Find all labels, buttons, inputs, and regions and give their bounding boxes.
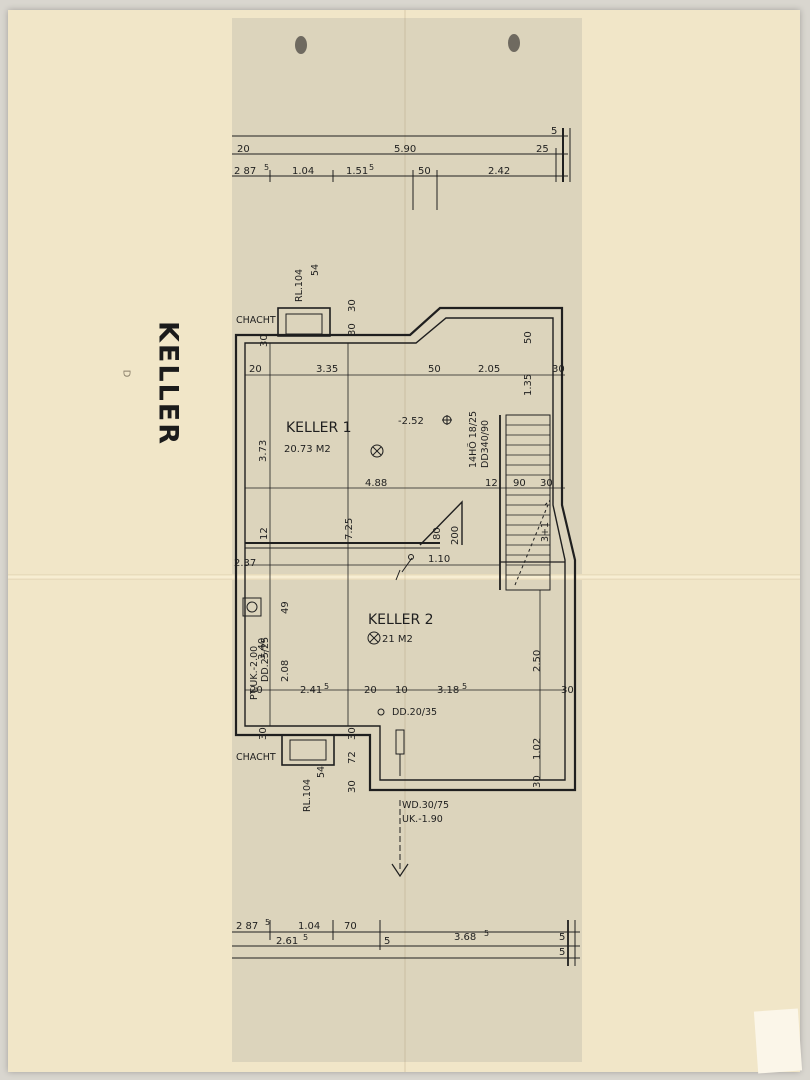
dim-inner-e: 30 — [552, 364, 565, 375]
shaft-bottom-label: CHACHT — [236, 752, 276, 763]
dim-bottom-k: 5 — [559, 947, 565, 958]
dim-inner-z: 5 — [462, 682, 467, 691]
dim-top-h: 1.51 — [346, 166, 368, 177]
dim-top-c: 5.90 — [394, 144, 416, 155]
dim-top-f: 5 — [264, 163, 269, 172]
dim-top-j: 50 — [418, 166, 431, 177]
punch-hole-left — [295, 36, 307, 54]
dim-inner-ai: 30 — [347, 299, 358, 312]
dim-bottom-f: 5 — [303, 933, 308, 942]
blueprint-strip — [232, 18, 582, 1062]
dim-inner-k: 7.25 — [344, 518, 355, 540]
dim-bottom-e: 2.61 — [276, 936, 298, 947]
punch-hole-right — [508, 34, 520, 52]
shaft-top-label: CHACHT — [236, 315, 276, 326]
wd-label: WD.30/75 — [402, 800, 449, 811]
dim-inner-aj: 72 — [347, 751, 358, 764]
dim-top-e: 2 87 — [234, 166, 256, 177]
dim-inner-r: 3.40 — [257, 638, 268, 660]
dim-inner-f: 3.73 — [258, 440, 269, 462]
dim-inner-ag: 50 — [523, 331, 534, 344]
stair-dd-label: DD340/90 — [480, 420, 491, 468]
dim-bottom-i: 5 — [484, 929, 489, 938]
dim-inner-y: 3.18 — [437, 685, 459, 696]
dim-inner-i: 90 — [513, 478, 526, 489]
dim-inner-ah: 30 — [259, 334, 270, 347]
dim-inner-ac: 1.02 — [532, 738, 543, 760]
dd-mid-label: DD.20/35 — [392, 707, 437, 718]
dim-top-k: 2.42 — [488, 166, 510, 177]
stair-count-label: 3+1 — [540, 522, 551, 542]
room-2-area: 21 M2 — [382, 634, 413, 645]
dim-top-g: 1.04 — [292, 166, 314, 177]
stair-rise-label: 14HÖ 18/25 — [468, 411, 479, 468]
dim-inner-am: 30 — [258, 727, 269, 740]
dim-inner-ae: 1.35 — [523, 374, 534, 396]
dim-inner-g: 4.88 — [365, 478, 387, 489]
rl-bottom-label: RL.104 — [302, 779, 313, 812]
room-1-area: 20.73 M2 — [284, 444, 331, 455]
dim-inner-x: 10 — [395, 685, 408, 696]
dim-top-a: 5 — [551, 126, 557, 137]
dim-inner-v: 5 — [324, 682, 329, 691]
dim-inner-u: 2.41 — [300, 685, 322, 696]
dim-inner-ak: 30 — [347, 727, 358, 740]
rl-top-label: RL.104 — [294, 269, 305, 302]
dim-top-b: 20 — [237, 144, 250, 155]
uk-label: UK.-1.90 — [402, 814, 443, 825]
dim-top-d: 25 — [536, 144, 549, 155]
dim-bottom-h: 3.68 — [454, 932, 476, 943]
dim-inner-q: 49 — [280, 601, 291, 614]
paper-fold-horizontal — [8, 574, 800, 580]
dim-inner-h: 12 — [485, 478, 498, 489]
dim-bottom-d: 70 — [344, 921, 357, 932]
room-1-name: KELLER 1 — [286, 420, 352, 436]
dim-inner-o: 1.10 — [428, 554, 450, 565]
dim-inner-ad: 30 — [532, 775, 543, 788]
dim-inner-al: 30 — [347, 780, 358, 793]
dim-inner-l: 12 — [259, 527, 270, 540]
dim-inner-j: 30 — [540, 478, 553, 489]
dim-inner-t: 20 — [250, 685, 263, 696]
dim-inner-ab: 2.50 — [532, 650, 543, 672]
dim-inner-d: 2.05 — [478, 364, 500, 375]
dim-inner-w: 20 — [364, 685, 377, 696]
dim-inner-af: 30 — [347, 323, 358, 336]
rl-bottom-b-label: 54 — [316, 766, 327, 778]
rl-top-b-label: 54 — [310, 264, 321, 276]
dim-inner-m: 80 — [432, 527, 443, 540]
dim-bottom-a: 2 87 — [236, 921, 258, 932]
dim-inner-a: 20 — [249, 364, 262, 375]
dim-inner-n: 200 — [450, 526, 461, 545]
dim-inner-s: 2.08 — [280, 660, 291, 682]
dim-inner-b: 3.35 — [316, 364, 338, 375]
dim-bottom-b: 5 — [265, 918, 270, 927]
dim-inner-aa: 30 — [561, 685, 574, 696]
dim-top-i: 5 — [369, 163, 374, 172]
dim-bottom-j: 5 — [559, 932, 565, 943]
dim-bottom-c: 1.04 — [298, 921, 320, 932]
level-label: -2.52 — [398, 416, 424, 427]
paper-fold-vertical — [404, 10, 406, 1072]
dim-bottom-g: 5 — [384, 936, 390, 947]
dd-left-label: DD.25/25 — [260, 637, 271, 682]
pt-label: PT.UK.-2.00 — [249, 646, 260, 700]
dim-inner-p: 2.37 — [234, 558, 256, 569]
dim-inner-c: 50 — [428, 364, 441, 375]
room-2-name: KELLER 2 — [368, 612, 434, 628]
